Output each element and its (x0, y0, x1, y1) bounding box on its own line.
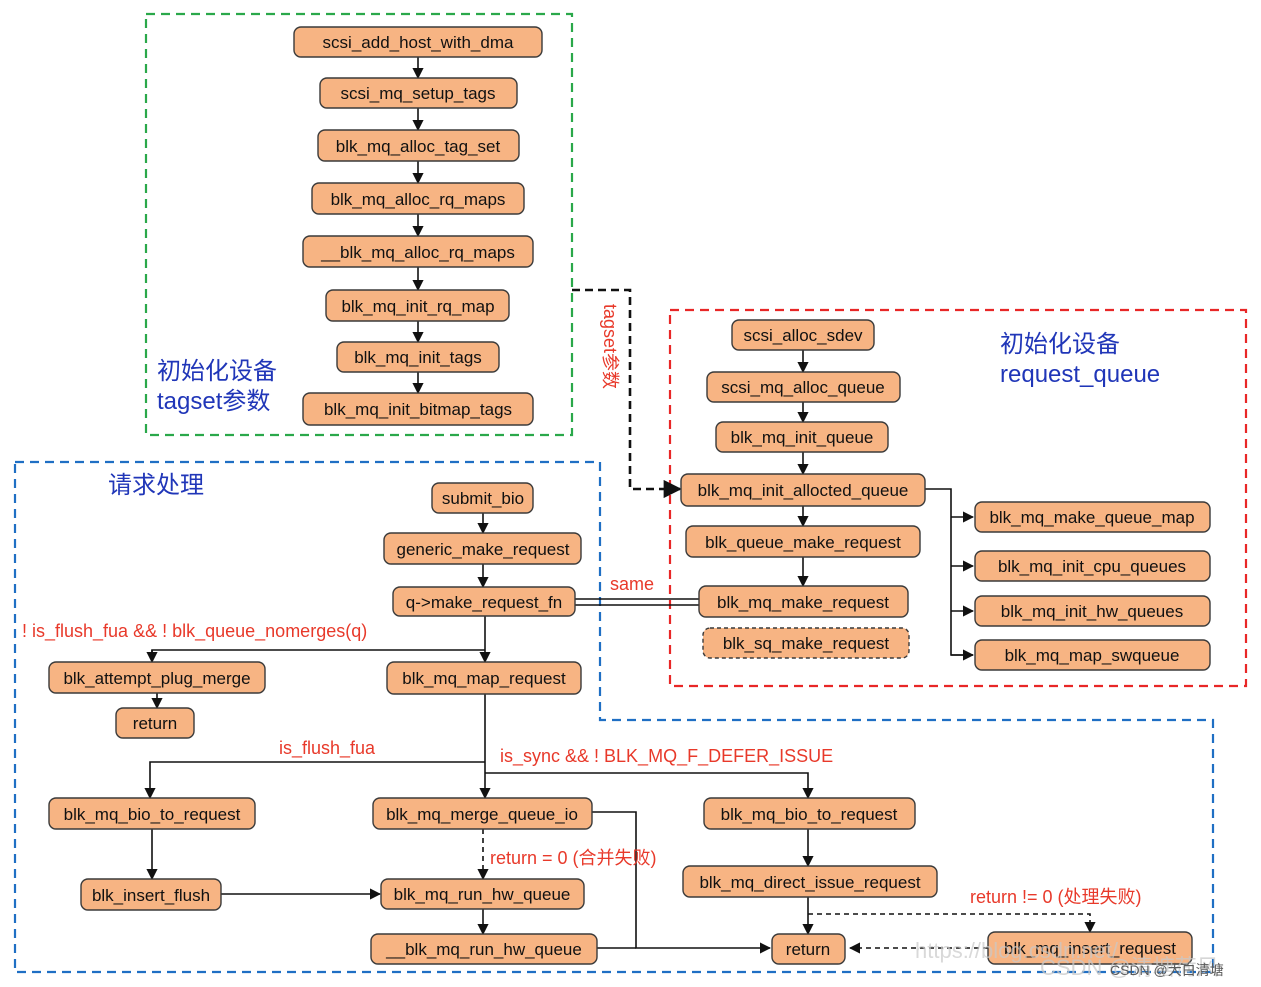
request-queue-group-label-1: 初始化设备 (1000, 331, 1120, 358)
svg-text:blk_mq_init_cpu_queues: blk_mq_init_cpu_queues (998, 557, 1186, 576)
node-scsi-mq-alloc-queue: scsi_mq_alloc_queue (706, 371, 901, 403)
tagset-param-label: tagset参数 (600, 304, 620, 389)
svg-text:__blk_mq_alloc_rq_maps: __blk_mq_alloc_rq_maps (320, 243, 515, 262)
svg-text:blk_mq_init_bitmap_tags: blk_mq_init_bitmap_tags (324, 400, 512, 419)
svg-text:blk_mq_make_request: blk_mq_make_request (717, 593, 889, 612)
node-blk-sq-make-request: blk_sq_make_request (702, 627, 910, 659)
svg-text:blk_mq_init_allocted_queue: blk_mq_init_allocted_queue (698, 481, 909, 500)
svg-text:blk_sq_make_request: blk_sq_make_request (723, 634, 890, 653)
node-blk-mq-merge-queue-io: blk_mq_merge_queue_io (372, 797, 593, 830)
node-__blk-mq-alloc-rq-maps: __blk_mq_alloc_rq_maps (302, 235, 534, 268)
svg-text:blk_mq_bio_to_request: blk_mq_bio_to_request (721, 805, 898, 824)
node-blk-queue-make-request: blk_queue_make_request (685, 525, 921, 558)
same-link (575, 598, 699, 606)
node-blk-mq-alloc-rq-maps: blk_mq_alloc_rq_maps (311, 182, 525, 215)
svg-text:blk_mq_init_rq_map: blk_mq_init_rq_map (341, 297, 494, 316)
csdn-small-watermark: CSDN @大白清塘 (1110, 962, 1224, 978)
return-zero-label: return = 0 (合并失败) (490, 848, 657, 868)
node-blk-mq-bio-to-request-right: blk_mq_bio_to_request (703, 797, 916, 830)
node-scsi-add-host-with-dma: scsi_add_host_with_dma (293, 26, 543, 58)
svg-text:blk_queue_make_request: blk_queue_make_request (705, 533, 901, 552)
node-blk-insert-flush: blk_insert_flush (80, 878, 222, 911)
node-q-make-request-fn: q->make_request_fn (392, 586, 576, 617)
node-blk-mq-init-bitmap-tags: blk_mq_init_bitmap_tags (302, 392, 534, 426)
node-scsi-mq-setup-tags: scsi_mq_setup_tags (319, 77, 518, 109)
node-generic-make-request: generic_make_request (383, 532, 582, 565)
tagset-group-label-1: 初始化设备 (157, 358, 277, 385)
svg-text:blk_mq_map_request: blk_mq_map_request (402, 669, 566, 688)
request-handling-group-box (13, 460, 1215, 974)
node-scsi-alloc-sdev: scsi_alloc_sdev (731, 319, 875, 351)
node-blk-mq-map-swqueue: blk_mq_map_swqueue (974, 639, 1211, 671)
node-return-plug: return (115, 707, 195, 739)
node-return-final: return (771, 933, 846, 965)
svg-text:blk_mq_insert_request: blk_mq_insert_request (1004, 939, 1176, 958)
svg-text:blk_mq_init_tags: blk_mq_init_tags (354, 348, 482, 367)
svg-text:blk_mq_merge_queue_io: blk_mq_merge_queue_io (386, 805, 578, 824)
svg-text:scsi_alloc_sdev: scsi_alloc_sdev (743, 326, 863, 345)
svg-text:scsi_mq_alloc_queue: scsi_mq_alloc_queue (721, 378, 885, 397)
node-blk-mq-init-cpu-queues: blk_mq_init_cpu_queues (974, 550, 1211, 582)
node-blk-mq-insert-request: blk_mq_insert_request (987, 931, 1193, 965)
svg-text:blk_mq_alloc_tag_set: blk_mq_alloc_tag_set (336, 137, 501, 156)
svg-text:blk_mq_init_queue: blk_mq_init_queue (731, 428, 874, 447)
node-blk-mq-make-queue-map: blk_mq_make_queue_map (974, 501, 1211, 533)
return-nonzero-label: return != 0 (处理失败) (970, 887, 1142, 907)
svg-text:blk_mq_alloc_rq_maps: blk_mq_alloc_rq_maps (331, 190, 506, 209)
node-blk-attempt-plug-merge: blk_attempt_plug_merge (48, 661, 266, 694)
svg-text:blk_mq_init_hw_queues: blk_mq_init_hw_queues (1001, 602, 1183, 621)
node-blk-mq-bio-to-request-left: blk_mq_bio_to_request (48, 797, 256, 830)
is-sync-label: is_sync && ! BLK_MQ_F_DEFER_ISSUE (500, 746, 833, 767)
node-blk-mq-make-request: blk_mq_make_request (698, 585, 909, 618)
tagset-param-connector (572, 288, 682, 499)
svg-text:blk_mq_run_hw_queue: blk_mq_run_hw_queue (394, 885, 571, 904)
node-blk-mq-alloc-tag-set: blk_mq_alloc_tag_set (317, 129, 520, 162)
svg-text:blk_attempt_plug_merge: blk_attempt_plug_merge (63, 669, 250, 688)
svg-text:scsi_add_host_with_dma: scsi_add_host_with_dma (323, 33, 514, 52)
request-queue-chain-edges (797, 350, 975, 661)
svg-text:scsi_mq_setup_tags: scsi_mq_setup_tags (341, 84, 496, 103)
svg-text:blk_insert_flush: blk_insert_flush (92, 886, 210, 905)
not-flush-fua-label: ! is_flush_fua && ! blk_queue_nomerges(q… (22, 621, 367, 642)
node-submit-bio: submit_bio (431, 482, 534, 514)
node-blk-mq-init-queue: blk_mq_init_queue (715, 421, 889, 453)
tagset-group-label-2: tagset参数 (157, 388, 270, 415)
svg-text:q->make_request_fn: q->make_request_fn (406, 593, 562, 612)
request-queue-group-label-2: request_queue (1000, 361, 1160, 388)
node-blk-mq-init-rq-map: blk_mq_init_rq_map (325, 289, 510, 322)
svg-text:__blk_mq_run_hw_queue: __blk_mq_run_hw_queue (385, 940, 582, 959)
is-flush-fua-label: is_flush_fua (279, 738, 376, 759)
svg-text:submit_bio: submit_bio (442, 489, 524, 508)
tagset-group-box (144, 12, 574, 437)
same-label: same (610, 574, 654, 594)
svg-text:return: return (133, 714, 177, 733)
node-blk-mq-init-tags: blk_mq_init_tags (336, 341, 500, 373)
svg-text:blk_mq_direct_issue_request: blk_mq_direct_issue_request (699, 873, 920, 892)
node-blk-mq-run-hw-queue: blk_mq_run_hw_queue (380, 878, 585, 910)
svg-text:generic_make_request: generic_make_request (397, 540, 570, 559)
csdn-watermark: CSDN @清塘荷风 (1040, 955, 1219, 980)
node-blk-mq-init-hw-queues: blk_mq_init_hw_queues (974, 595, 1211, 627)
node-__blk-mq-run-hw-queue: __blk_mq_run_hw_queue (370, 933, 598, 965)
node-blk-mq-map-request: blk_mq_map_request (386, 661, 582, 695)
svg-text:blk_mq_map_swqueue: blk_mq_map_swqueue (1005, 646, 1180, 665)
svg-text:return: return (786, 940, 830, 959)
blog-url-watermark: https://blog.csdn.net/ (915, 938, 1119, 963)
request-handling-edges (144, 513, 1096, 954)
node-blk-mq-direct-issue-request: blk_mq_direct_issue_request (682, 865, 938, 898)
node-blk-mq-init-allocted-queue: blk_mq_init_allocted_queue (680, 473, 926, 507)
svg-text:blk_mq_bio_to_request: blk_mq_bio_to_request (64, 805, 241, 824)
svg-text:blk_mq_make_queue_map: blk_mq_make_queue_map (989, 508, 1194, 527)
request-handling-group-label: 请求处理 (108, 472, 204, 499)
